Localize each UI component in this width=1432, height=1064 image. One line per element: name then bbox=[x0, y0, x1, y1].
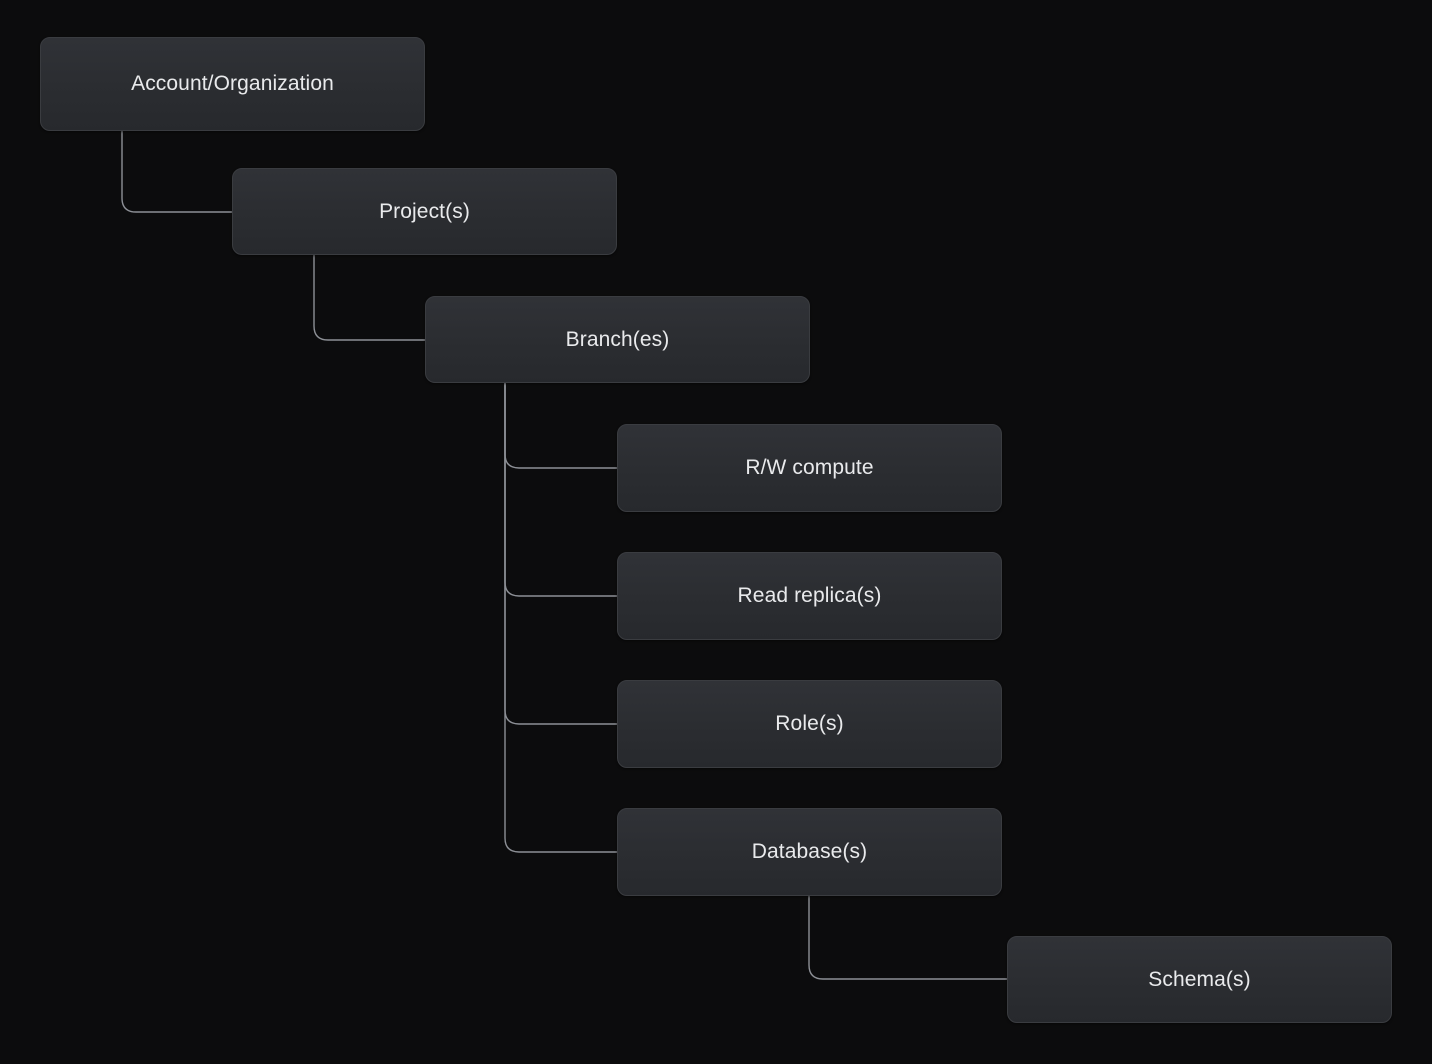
node-project[interactable]: Project(s) bbox=[232, 168, 617, 255]
edge-branch-role bbox=[504, 382, 618, 725]
edge-branch-readreplica bbox=[504, 382, 618, 597]
node-label-project: Project(s) bbox=[379, 199, 470, 223]
node-rw-compute[interactable]: R/W compute bbox=[617, 424, 1002, 512]
node-branch[interactable]: Branch(es) bbox=[425, 296, 810, 383]
node-account[interactable]: Account/Organization bbox=[40, 37, 425, 131]
node-label-account: Account/Organization bbox=[131, 72, 334, 96]
node-label-rw-compute: R/W compute bbox=[745, 456, 874, 480]
node-label-read-replica: Read replica(s) bbox=[737, 584, 882, 608]
node-read-replica[interactable]: Read replica(s) bbox=[617, 552, 1002, 640]
edge-database-schema bbox=[808, 895, 1008, 980]
node-label-role: Role(s) bbox=[775, 712, 844, 736]
node-label-database: Database(s) bbox=[751, 840, 868, 864]
node-role[interactable]: Role(s) bbox=[617, 680, 1002, 768]
edge-branch-database bbox=[504, 382, 618, 853]
edge-branch-rwcompute bbox=[504, 382, 618, 469]
edge-account-project bbox=[121, 130, 233, 213]
node-label-schema: Schema(s) bbox=[1148, 967, 1251, 991]
node-database[interactable]: Database(s) bbox=[617, 808, 1002, 896]
edge-project-branch bbox=[313, 254, 426, 341]
node-label-branch: Branch(es) bbox=[565, 327, 670, 351]
node-schema[interactable]: Schema(s) bbox=[1007, 936, 1392, 1023]
